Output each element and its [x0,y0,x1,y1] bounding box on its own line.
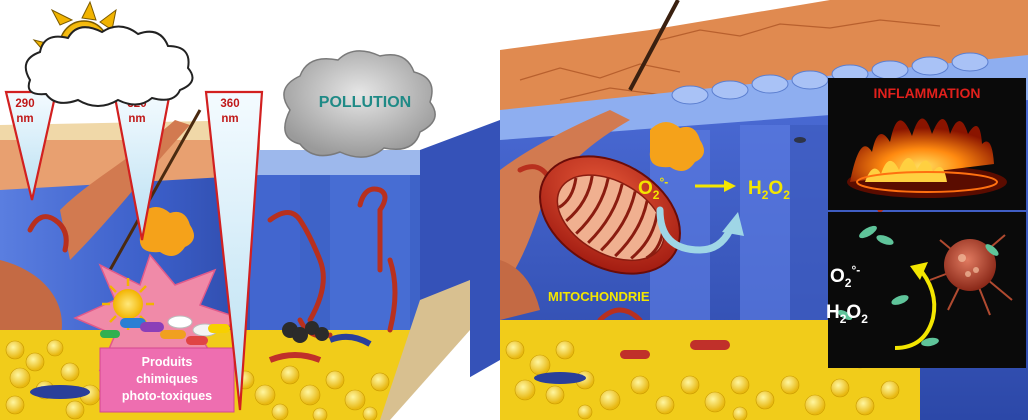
pollution-label: POLLUTION [319,94,411,111]
svg-text:H2O2: H2O2 [826,302,868,326]
phototoxic-label-box [99,347,235,413]
inflammation-panel: INFLAMMATION [828,78,1026,210]
macrophage-species-label: O2°- H2O2 [826,263,868,326]
white-cloud-icon [24,25,194,107]
phototoxic-line-1: Produits [142,355,193,369]
inflammation-label: INFLAMMATION [873,85,980,101]
pill-icons [100,315,230,345]
pollution-cloud-icon [283,50,436,158]
uv-290-value: 290 [15,98,34,110]
uv-290-unit: nm [16,113,33,125]
left-panel-uv-exposure: Produits chimiques photo-toxiques 290 nm… [0,0,500,420]
uv-360-unit: nm [221,113,238,125]
uv-360-value: 360 [220,98,239,110]
yellow-cycle-arrow-icon [894,264,937,350]
fire-icon [847,118,1007,198]
bacteria-icons [837,225,999,347]
svg-text:O2°-: O2°- [638,175,668,202]
cycle-arrow-icon [656,206,734,254]
mitochondrion-icon [539,155,681,275]
phototoxic-line-2: chimiques [136,372,198,386]
phototoxic-line-3: photo-toxiques [122,389,212,403]
uv-ray-360: 360 nm [204,90,264,411]
macrophage-panel: O2°- H2O2 [826,212,1026,368]
uv-320-unit: nm [128,113,145,125]
right-panel-oxidative-stress: O2°- H2O2 MITOCHONDRIE INFLAMMATION [500,0,1028,420]
mitochondria-label: MITOCHONDRIE [548,289,650,304]
svg-text:H2O2: H2O2 [748,178,790,202]
svg-text:O2°-: O2°- [830,263,860,290]
mito-reaction-label: O2°- H2O2 [638,175,790,202]
